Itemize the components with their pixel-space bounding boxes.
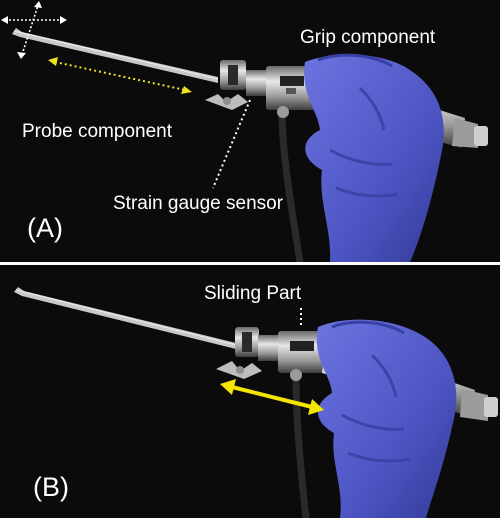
blue-glove-hand [304,53,444,262]
probe-clamp [216,327,262,379]
probe-shaft [12,28,219,83]
strain-gauge-sensor-label: Strain gauge sensor [113,193,284,214]
probe-clamp [205,60,248,110]
sensor-callout-line [212,99,251,189]
probe-shaft [14,287,237,349]
blue-glove-hand [316,319,457,518]
panel-b-letter: (B) [33,472,69,502]
four-way-arrow-icon [5,3,63,57]
grip-component-label: Grip component [300,27,436,48]
sliding-part-label: Sliding Part [204,283,302,304]
panel-a-letter: (A) [27,213,63,243]
probe-component-label: Probe component [22,121,172,142]
panel-b: Sliding Part (B) [0,265,500,518]
double-headed-arrow-icon [220,379,324,415]
sensor-cable [278,111,304,262]
probe-axis-arrow [48,57,192,94]
panel-a: Grip component Probe component Strain ga… [0,0,500,262]
sensor-cable [292,374,310,518]
sliding-part [258,331,326,373]
panel-a-photo [1,1,488,262]
panel-b-photo [14,287,498,518]
